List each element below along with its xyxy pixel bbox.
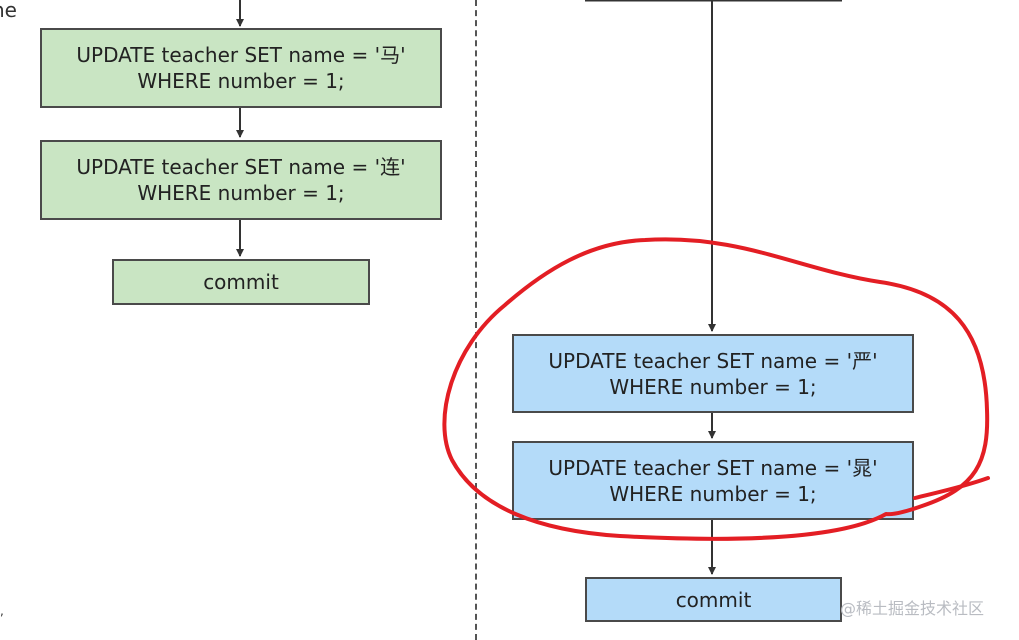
- left-update-box-2: UPDATE teacher SET name = '连' WHERE numb…: [40, 140, 442, 220]
- left-update-box-1: UPDATE teacher SET name = '马' WHERE numb…: [40, 28, 442, 108]
- statement-line-2: WHERE number = 1;: [609, 481, 817, 506]
- statement-line-1: UPDATE teacher SET name = '马': [76, 43, 406, 67]
- statement-line-1: UPDATE teacher SET name = '连': [76, 155, 406, 179]
- commit-label: commit: [203, 270, 279, 294]
- red-circle-overstroke: [913, 476, 990, 500]
- statement-line-2: WHERE number = 1;: [137, 69, 345, 93]
- commit-label: commit: [675, 587, 752, 612]
- cropped-text-fragment: ne: [0, 0, 17, 22]
- right-commit-box: commit: [585, 577, 842, 622]
- right-update-box-2: UPDATE teacher SET name = '晁' WHERE numb…: [512, 441, 914, 520]
- source-watermark: @稀土掘金技术社区: [840, 599, 985, 618]
- right-update-box-1: UPDATE teacher SET name = '严' WHERE numb…: [512, 334, 914, 413]
- cropped-mark-fragment: ,: [0, 604, 4, 618]
- left-commit-box: commit: [112, 259, 370, 305]
- statement-line-2: WHERE number = 1;: [137, 181, 345, 205]
- statement-line-1: UPDATE teacher SET name = '严': [548, 348, 878, 373]
- column-divider: [475, 0, 477, 640]
- statement-line-2: WHERE number = 1;: [609, 374, 817, 399]
- statement-line-1: UPDATE teacher SET name = '晁': [548, 455, 878, 480]
